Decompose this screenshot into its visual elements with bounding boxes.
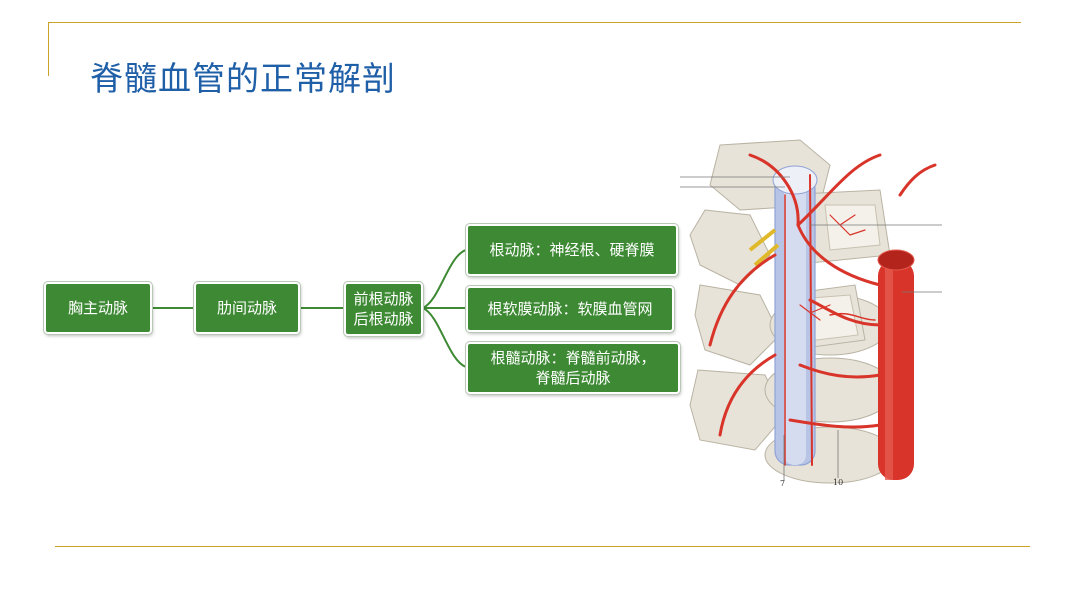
node-radiculomedullary-line2: 脊髓后动脉 xyxy=(535,369,611,387)
aorta-shape xyxy=(877,249,915,480)
frame-line-left xyxy=(48,22,49,76)
slide-title: 脊髓血管的正常解剖 xyxy=(90,59,396,98)
branch-to-radicular xyxy=(422,249,467,309)
node-root-arteries-line2: 后根动脉 xyxy=(353,310,414,328)
node-thoracic-aorta-label: 胸主动脉 xyxy=(67,299,128,317)
connector-intercostal-root xyxy=(300,307,344,309)
frame-line-bottom xyxy=(55,546,1030,547)
node-intercostal-artery-label: 肋间动脉 xyxy=(216,299,277,317)
illustration-label-10: 10 xyxy=(833,478,844,487)
node-radiculomedullary-artery: 根髓动脉：脊髓前动脉， 脊髓后动脉 xyxy=(466,342,680,394)
node-radicular-artery-label: 根动脉：神经根、硬脊膜 xyxy=(489,241,655,259)
node-radicular-pial-artery-label: 根软膜动脉：软膜血管网 xyxy=(487,300,653,318)
frame-line-top xyxy=(48,22,1021,23)
node-radicular-artery: 根动脉：神经根、硬脊膜 xyxy=(466,224,678,276)
node-root-arteries-line1: 前根动脉 xyxy=(353,290,414,308)
spinal-vascular-illustration xyxy=(680,139,942,484)
artery-branches xyxy=(708,153,937,466)
illustration-label-7: 7 xyxy=(780,479,786,488)
node-radiculomedullary-line1: 根髓动脉：脊髓前动脉， xyxy=(490,349,656,367)
connector-aorta-intercostal xyxy=(152,307,194,309)
branch-to-radiculomedullary xyxy=(422,307,467,368)
node-intercostal-artery: 肋间动脉 xyxy=(194,282,300,334)
node-root-arteries: 前根动脉 后根动脉 xyxy=(344,282,423,336)
node-radicular-pial-artery: 根软膜动脉：软膜血管网 xyxy=(466,286,674,332)
node-thoracic-aorta: 胸主动脉 xyxy=(44,282,152,334)
